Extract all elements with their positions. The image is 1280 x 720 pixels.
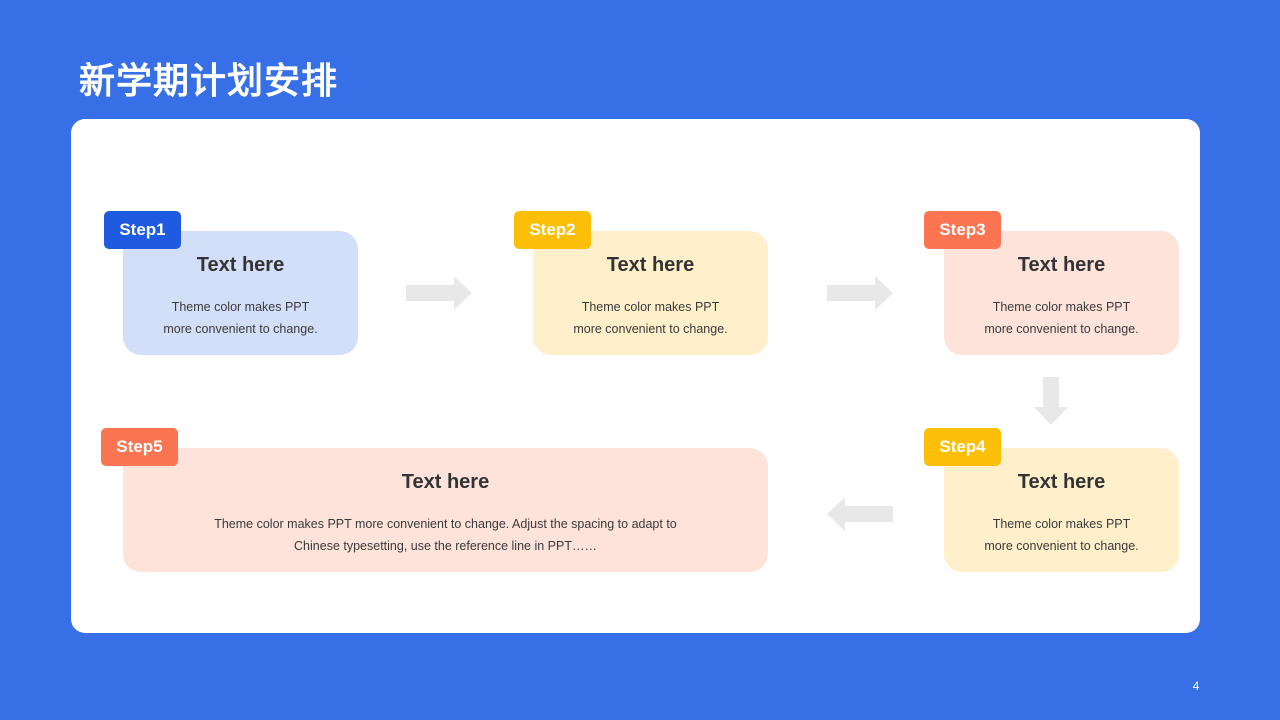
step-3-card: Text here Theme color makes PPT more con… [944,231,1179,355]
step-4-text: Theme color makes PPT more convenient to… [984,517,1139,553]
down-arrow-icon [1034,377,1068,425]
step-5-badge: Step5 [101,428,178,466]
step-2-title: Text here [606,254,695,276]
step-3-badge: Step3 [924,211,1001,249]
step-2-badge: Step2 [514,211,591,249]
step-3-title: Text here [1017,254,1106,276]
step-4-title: Text here [1017,471,1106,493]
step-5-title: Text here [401,471,490,493]
step-1-title: Text here [196,254,285,276]
step-5-card: Text here Theme color makes PPT more con… [123,448,768,572]
left-arrow-icon [827,497,893,531]
step-4-badge: Step4 [924,428,1001,466]
right-arrow-icon [406,276,472,310]
slide-title: 新学期计划安排 [79,61,339,102]
step-2-text: Theme color makes PPT more convenient to… [573,300,728,336]
step-1-card: Text here Theme color makes PPT more con… [123,231,358,355]
step-1-text: Theme color makes PPT more convenient to… [163,300,318,336]
step-4-card: Text here Theme color makes PPT more con… [944,448,1179,572]
page-number: 4 [1192,679,1200,693]
step-1-badge: Step1 [104,211,181,249]
step-3-text: Theme color makes PPT more convenient to… [984,300,1139,336]
right-arrow-icon [827,276,893,310]
step-5-text: Theme color makes PPT more convenient to… [214,517,677,553]
step-2-card: Text here Theme color makes PPT more con… [533,231,768,355]
